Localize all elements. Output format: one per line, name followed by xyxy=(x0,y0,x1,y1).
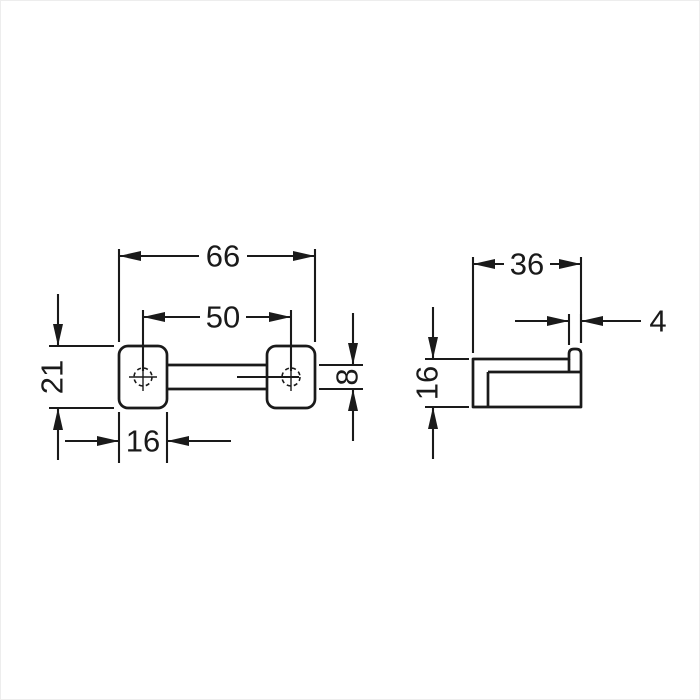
arrowhead-left xyxy=(473,259,495,269)
dim-plate-height: 21 xyxy=(35,294,114,460)
arrowhead-top xyxy=(53,324,63,346)
dim-label-total-width: 66 xyxy=(206,239,240,274)
arrowhead-right xyxy=(293,251,315,261)
arrowhead-right xyxy=(269,312,291,322)
hook-profile-outline xyxy=(471,347,583,409)
dim-label-height: 16 xyxy=(410,366,445,400)
dim-lip-thickness: 4 xyxy=(515,304,667,345)
arrowhead-left xyxy=(143,312,165,322)
mounting-hole-right xyxy=(281,367,301,387)
dim-label-lip-thickness: 4 xyxy=(649,304,666,339)
dim-label-bar-height: 8 xyxy=(330,368,365,385)
arrowhead-bottom xyxy=(348,389,358,411)
dim-label-plate-width: 16 xyxy=(126,424,160,459)
dim-bar-height: 8 xyxy=(319,313,365,441)
arrowhead-left xyxy=(547,316,569,326)
dim-hole-spacing: 50 xyxy=(141,300,293,371)
dim-plate-width: 16 xyxy=(65,412,231,463)
arrowhead-bottom xyxy=(428,407,438,429)
dim-label-depth: 36 xyxy=(510,247,544,282)
arrowhead-right xyxy=(167,436,189,446)
front-view: 66 50 21 xyxy=(35,239,365,463)
arrowhead-top xyxy=(428,337,438,359)
dim-total-width: 66 xyxy=(117,239,317,342)
arrowhead-right xyxy=(559,259,581,269)
dim-label-hole-spacing: 50 xyxy=(206,300,240,335)
dim-depth: 36 xyxy=(471,247,583,353)
dim-height: 16 xyxy=(410,307,469,459)
arrowhead-bottom xyxy=(53,408,63,430)
arrowhead-right xyxy=(581,316,603,326)
side-view: 36 4 16 xyxy=(410,247,667,459)
dim-label-plate-height: 21 xyxy=(35,360,70,394)
arrowhead-top xyxy=(348,343,358,365)
arrowhead-left xyxy=(119,251,141,261)
arrowhead-left xyxy=(97,436,119,446)
